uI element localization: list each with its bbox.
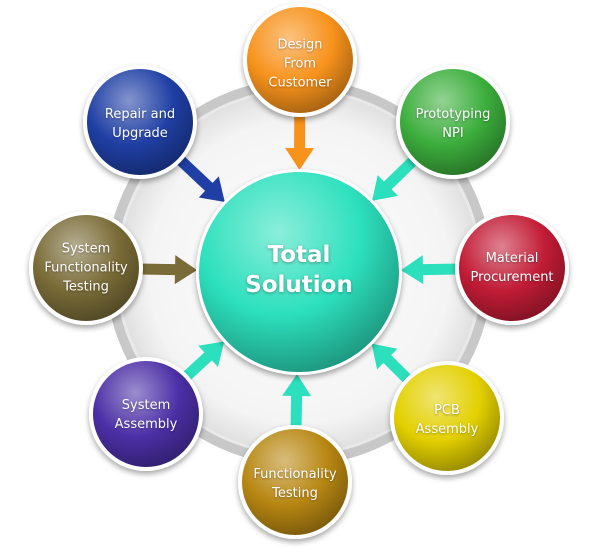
arrow-functional xyxy=(282,373,312,430)
arrow-sysasm xyxy=(181,341,225,382)
center-circle xyxy=(199,172,399,372)
arrow-repair xyxy=(174,154,225,203)
arrow-design xyxy=(285,112,315,171)
node-circle-material xyxy=(459,215,565,321)
node-circle-sysasm xyxy=(93,361,199,467)
node-circle-systest xyxy=(33,215,139,321)
node-circle-prototyping xyxy=(400,69,506,175)
node-circle-repair xyxy=(87,69,193,175)
node-circle-pcb xyxy=(394,365,500,471)
node-circle-design xyxy=(247,7,353,113)
node-circle-functional xyxy=(242,429,348,535)
arrow-pcb xyxy=(371,343,414,385)
arrow-material xyxy=(400,255,460,285)
arrow-systest xyxy=(138,255,198,285)
arrow-prototyping xyxy=(372,155,419,201)
